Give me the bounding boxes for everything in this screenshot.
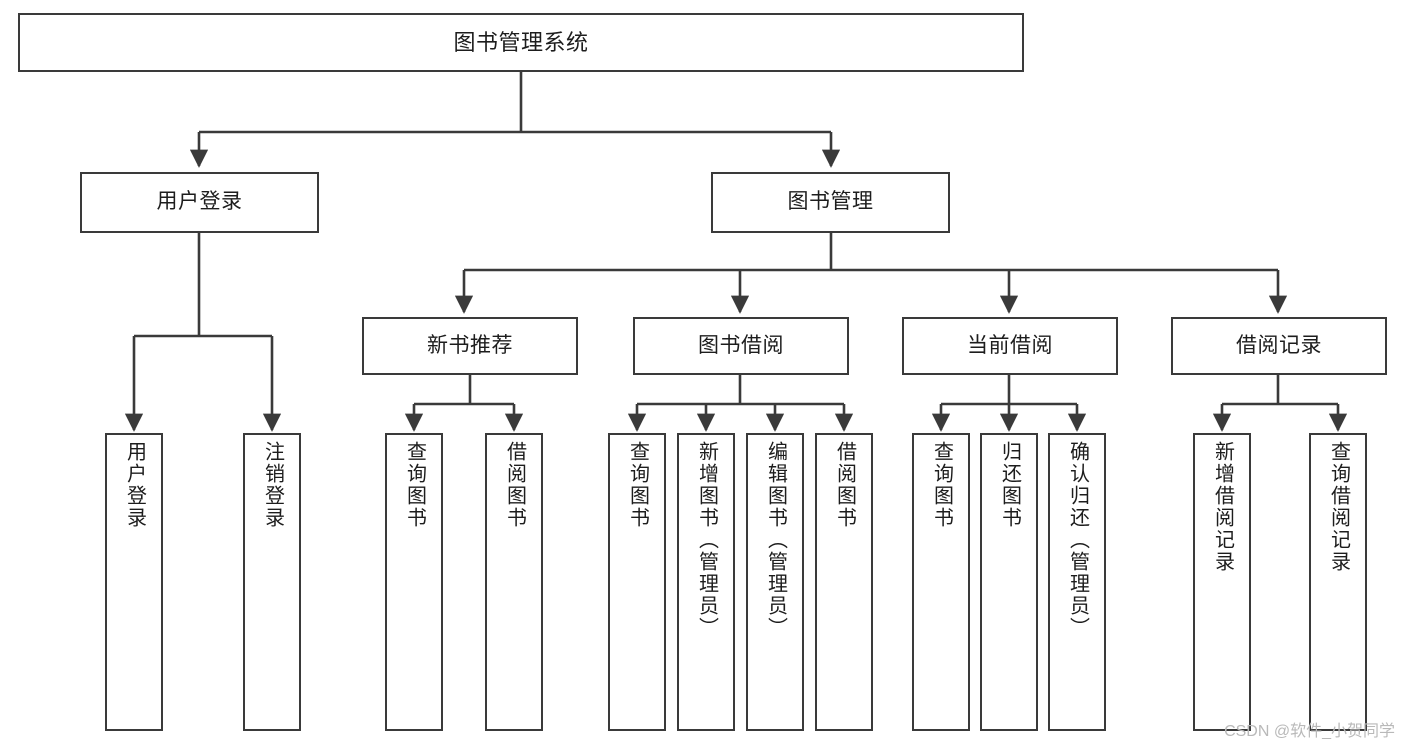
node-label: 新增图书（管理员） bbox=[695, 441, 718, 639]
node-label: 借阅记录 bbox=[1236, 333, 1322, 357]
node-new-book-recommend[interactable]: 新书推荐 bbox=[362, 317, 578, 375]
node-leaf-edit-book-admin[interactable]: 编辑图书（管理员） bbox=[746, 433, 804, 731]
node-borrow-record[interactable]: 借阅记录 bbox=[1171, 317, 1387, 375]
node-current-borrow[interactable]: 当前借阅 bbox=[902, 317, 1118, 375]
node-label: 新书推荐 bbox=[427, 333, 513, 357]
node-label: 当前借阅 bbox=[967, 333, 1053, 357]
node-label: 新增借阅记录 bbox=[1211, 441, 1234, 573]
node-leaf-query-book-recommend[interactable]: 查询图书 bbox=[385, 433, 443, 731]
node-leaf-user-login[interactable]: 用户登录 bbox=[105, 433, 163, 731]
node-label: 查询图书 bbox=[403, 441, 426, 529]
node-leaf-borrow-book-recommend[interactable]: 借阅图书 bbox=[485, 433, 543, 731]
node-book-borrow[interactable]: 图书借阅 bbox=[633, 317, 849, 375]
node-leaf-confirm-return-admin[interactable]: 确认归还（管理员） bbox=[1048, 433, 1106, 731]
node-label: 图书借阅 bbox=[698, 333, 784, 357]
node-label: 编辑图书（管理员） bbox=[764, 441, 787, 639]
node-label: 查询借阅记录 bbox=[1327, 441, 1350, 573]
node-leaf-add-book-admin[interactable]: 新增图书（管理员） bbox=[677, 433, 735, 731]
node-label: 用户登录 bbox=[156, 190, 243, 214]
node-label: 确认归还（管理员） bbox=[1066, 441, 1089, 639]
node-leaf-query-book-current[interactable]: 查询图书 bbox=[912, 433, 970, 731]
node-label: 借阅图书 bbox=[503, 441, 526, 529]
csdn-watermark: CSDN @软件_小贺同学 bbox=[1224, 723, 1395, 740]
node-leaf-return-book[interactable]: 归还图书 bbox=[980, 433, 1038, 731]
node-root-system[interactable]: 图书管理系统 bbox=[18, 13, 1024, 72]
node-label: 查询图书 bbox=[626, 441, 649, 529]
node-leaf-add-borrow-record[interactable]: 新增借阅记录 bbox=[1193, 433, 1251, 731]
node-label: 归还图书 bbox=[998, 441, 1021, 529]
node-label: 注销登录 bbox=[261, 441, 284, 529]
node-leaf-borrow-book[interactable]: 借阅图书 bbox=[815, 433, 873, 731]
node-label: 借阅图书 bbox=[833, 441, 856, 529]
node-label: 用户登录 bbox=[123, 441, 146, 529]
node-label: 图书管理系统 bbox=[453, 29, 589, 55]
node-user-login[interactable]: 用户登录 bbox=[80, 172, 319, 233]
node-label: 图书管理 bbox=[787, 190, 874, 214]
node-leaf-query-borrow-record[interactable]: 查询借阅记录 bbox=[1309, 433, 1367, 731]
node-leaf-query-book-borrow[interactable]: 查询图书 bbox=[608, 433, 666, 731]
node-label: 查询图书 bbox=[930, 441, 953, 529]
node-book-management[interactable]: 图书管理 bbox=[711, 172, 950, 233]
node-leaf-logout[interactable]: 注销登录 bbox=[243, 433, 301, 731]
